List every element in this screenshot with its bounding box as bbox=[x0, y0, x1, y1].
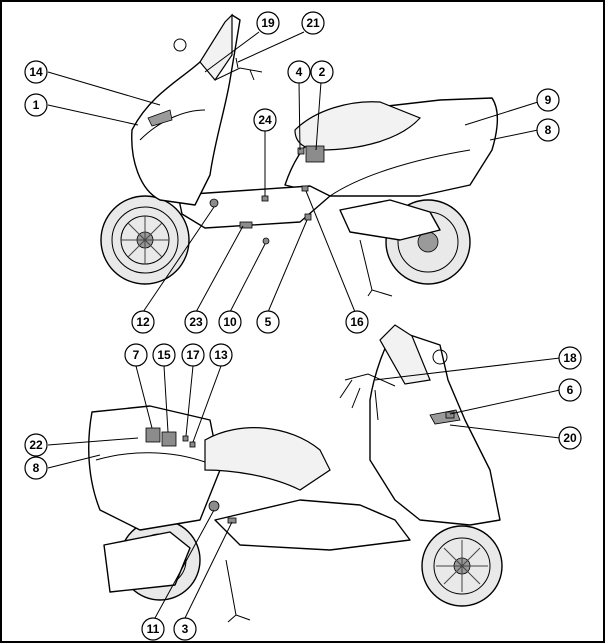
callout-22: 22 bbox=[24, 433, 48, 457]
label-mark-16 bbox=[301, 185, 309, 192]
callout-24: 24 bbox=[253, 108, 277, 132]
svg-text:4: 4 bbox=[296, 65, 303, 79]
label-mark-10 bbox=[262, 237, 270, 245]
stand-top bbox=[359, 239, 393, 297]
svg-text:2: 2 bbox=[319, 65, 326, 79]
callout-5: 5 bbox=[256, 310, 280, 334]
svg-text:11: 11 bbox=[147, 622, 160, 636]
callout-9: 9 bbox=[536, 88, 560, 112]
label-mark-6 bbox=[445, 411, 455, 419]
svg-text:3: 3 bbox=[182, 622, 189, 636]
svg-text:5: 5 bbox=[265, 315, 272, 329]
label-mark-4 bbox=[297, 147, 305, 155]
rear-body-bottom bbox=[88, 405, 221, 531]
callout-16: 16 bbox=[345, 310, 369, 334]
svg-text:8: 8 bbox=[33, 461, 40, 475]
callout-12: 12 bbox=[131, 310, 155, 334]
seat-bottom bbox=[204, 427, 331, 491]
svg-text:12: 12 bbox=[136, 315, 150, 329]
callout-20: 20 bbox=[558, 426, 582, 450]
callout-18: 18 bbox=[558, 346, 582, 370]
callout-15: 15 bbox=[152, 343, 176, 367]
svg-text:16: 16 bbox=[350, 315, 364, 329]
svg-text:6: 6 bbox=[567, 383, 574, 397]
callout-8-bottom: 8 bbox=[24, 456, 48, 480]
label-mark-7 bbox=[145, 427, 161, 443]
label-mark-17 bbox=[182, 435, 189, 442]
scooter-left-side bbox=[88, 324, 503, 623]
svg-text:22: 22 bbox=[29, 438, 43, 452]
svg-text:23: 23 bbox=[189, 315, 203, 329]
label-mark-15 bbox=[161, 431, 177, 447]
label-mark-2 bbox=[305, 145, 325, 163]
svg-text:1: 1 bbox=[33, 98, 40, 112]
label-mark-12 bbox=[209, 198, 219, 208]
handlebar-bottom bbox=[339, 373, 396, 421]
callout-3: 3 bbox=[173, 617, 197, 641]
handlebar-top bbox=[214, 57, 263, 81]
callout-23: 23 bbox=[184, 310, 208, 334]
callout-17: 17 bbox=[181, 343, 205, 367]
seat-top bbox=[294, 101, 422, 151]
svg-text:19: 19 bbox=[261, 16, 275, 30]
svg-text:21: 21 bbox=[306, 16, 320, 30]
svg-text:24: 24 bbox=[258, 113, 272, 127]
callout-19: 19 bbox=[256, 11, 280, 35]
svg-text:18: 18 bbox=[563, 351, 577, 365]
callout-7: 7 bbox=[124, 343, 148, 367]
label-mark-13 bbox=[189, 441, 196, 448]
svg-text:10: 10 bbox=[223, 315, 237, 329]
label-mark-11 bbox=[208, 500, 220, 512]
callout-4: 4 bbox=[287, 60, 311, 84]
callout-21: 21 bbox=[301, 11, 325, 35]
callout-6: 6 bbox=[558, 378, 582, 402]
callout-13: 13 bbox=[209, 343, 233, 367]
front-wheel-bottom bbox=[421, 525, 503, 607]
svg-text:9: 9 bbox=[545, 93, 552, 107]
callout-11: 11 bbox=[141, 617, 165, 641]
leader-lines bbox=[47, 31, 561, 619]
footboard-bottom bbox=[214, 499, 411, 551]
callout-2: 2 bbox=[310, 60, 334, 84]
callout-1: 1 bbox=[24, 93, 48, 117]
scooter-right-side bbox=[100, 13, 498, 297]
exhaust-bottom bbox=[103, 531, 191, 593]
svg-text:7: 7 bbox=[133, 348, 140, 362]
front-body-bottom bbox=[369, 329, 501, 526]
callout-10: 10 bbox=[218, 310, 242, 334]
callout-8-top: 8 bbox=[536, 118, 560, 142]
svg-text:14: 14 bbox=[29, 65, 43, 79]
svg-text:20: 20 bbox=[563, 431, 577, 445]
svg-text:17: 17 bbox=[186, 348, 200, 362]
callout-14: 14 bbox=[24, 60, 48, 84]
svg-text:13: 13 bbox=[214, 348, 228, 362]
svg-text:15: 15 bbox=[157, 348, 171, 362]
front-wheel-top bbox=[100, 195, 190, 285]
engine-top bbox=[339, 199, 441, 241]
windshield-top bbox=[199, 13, 233, 81]
label-mark-23 bbox=[239, 221, 253, 229]
label-mark-5 bbox=[304, 213, 312, 221]
label-mark-24 bbox=[261, 195, 269, 202]
stand-bottom bbox=[225, 559, 251, 623]
svg-text:8: 8 bbox=[545, 123, 552, 137]
footboard-top bbox=[177, 185, 331, 229]
